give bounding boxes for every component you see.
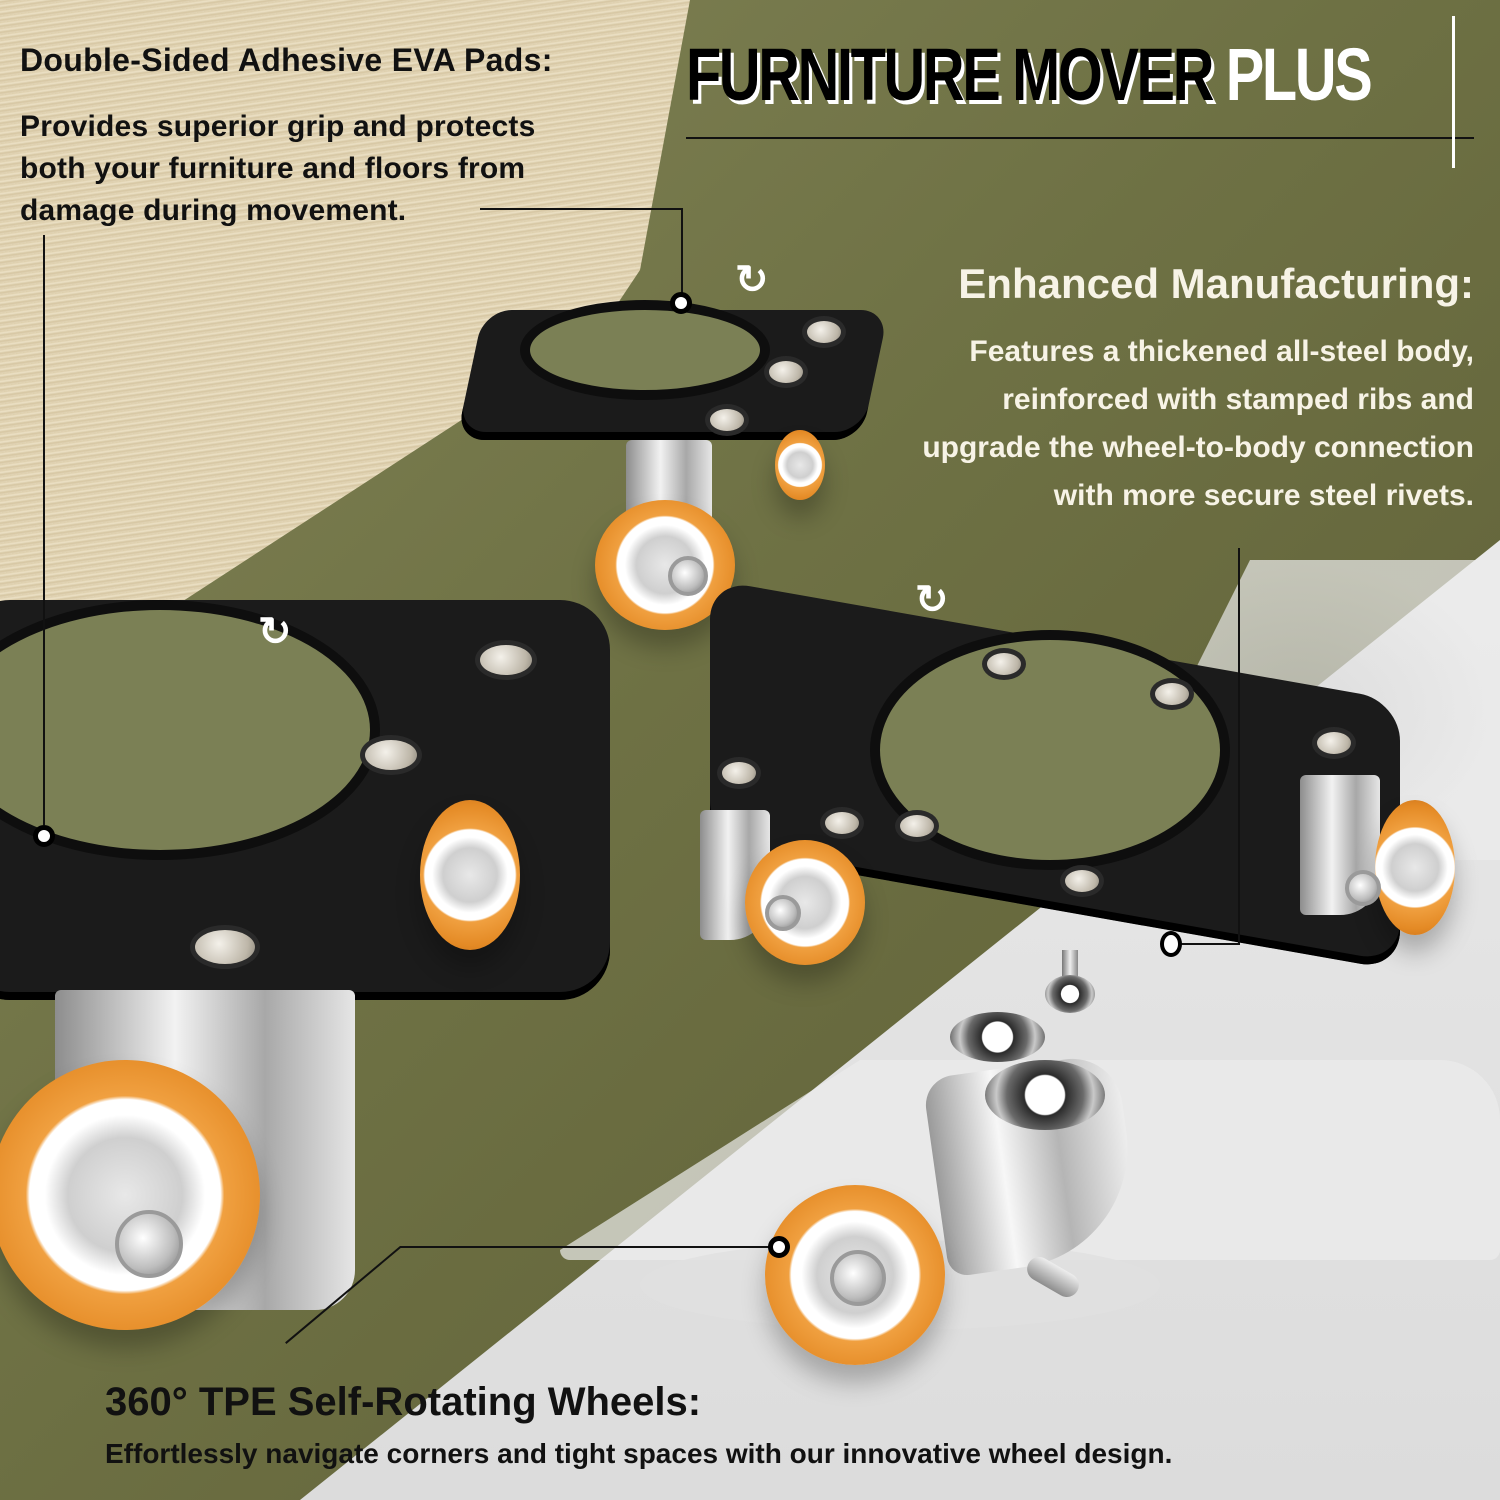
caster-wheel: [1375, 800, 1455, 935]
callout-line-eva: [681, 208, 683, 296]
rivet: [1060, 865, 1104, 897]
rivet: [705, 404, 749, 436]
eva-pads-heading: Double-Sided Adhesive EVA Pads:: [20, 42, 553, 78]
callout-line-manufacturing: [1180, 943, 1240, 945]
manufacturing-line: upgrade the wheel-to-body connection: [922, 431, 1474, 464]
eva-pads-body: Provides superior grip and protects both…: [20, 106, 640, 232]
rivet: [895, 810, 939, 842]
rivet: [360, 735, 422, 775]
rotate-arrow-icon: ↻: [915, 578, 949, 622]
callout-dot-wheel: [768, 1236, 790, 1258]
callout-dot-eva-pad: [670, 292, 692, 314]
callout-dot-steel-body: [1160, 931, 1182, 957]
callout-dot-furniture: [33, 825, 55, 847]
manufacturing-line: with more secure steel rivets.: [1053, 479, 1474, 512]
wheel-hub: [765, 895, 801, 931]
wheel-hub: [115, 1210, 183, 1278]
wheels-body: Effortlessly navigate corners and tight …: [105, 1438, 1173, 1469]
callout-line-furniture: [43, 235, 45, 825]
wheel-hub: [830, 1250, 886, 1306]
rivet: [1150, 678, 1194, 710]
title-dark-part: FURNITURE MOVER: [686, 33, 1214, 116]
eva-pad-front: [0, 600, 380, 860]
caster-wheel: [775, 430, 825, 500]
page-title: FURNITURE MOVER PLUS: [686, 38, 1373, 112]
thrust-bearing-washer: [950, 1012, 1045, 1062]
ball-bearing-race: [1045, 975, 1095, 1013]
callout-line-eva: [480, 208, 683, 210]
eva-pads-line: Provides superior grip and protects: [20, 110, 536, 143]
rivet: [982, 648, 1026, 680]
wheel-hub: [668, 556, 708, 596]
caster-wheel: [745, 840, 865, 965]
rotate-arrow-icon: ↻: [258, 610, 292, 654]
eva-pads-line: both your furniture and floors from: [20, 152, 526, 185]
rivet: [764, 356, 808, 388]
manufacturing-body: Features a thickened all-steel body, rei…: [834, 328, 1474, 520]
rotate-arrow-icon: ↻: [735, 258, 769, 302]
rivet: [717, 757, 761, 789]
eva-pads-line: damage during movement.: [20, 194, 407, 227]
caster-wheel: [420, 800, 520, 950]
callout-line-manufacturing: [1238, 548, 1240, 944]
manufacturing-line: reinforced with stamped ribs and: [1002, 383, 1474, 416]
rivet: [802, 316, 846, 348]
title-vertical-bar: [1452, 16, 1455, 168]
callout-line-wheels: [400, 1246, 770, 1248]
title-light-part: PLUS: [1225, 33, 1373, 116]
manufacturing-heading: Enhanced Manufacturing:: [958, 260, 1474, 307]
title-underline: [686, 137, 1474, 139]
fork-swivel-ring: [985, 1060, 1105, 1130]
caster-wheel: [0, 1060, 260, 1330]
wheels-heading: 360° TPE Self-Rotating Wheels:: [105, 1380, 702, 1424]
rivet: [475, 640, 537, 680]
eva-pad-back: [520, 300, 770, 400]
rivet: [1312, 727, 1356, 759]
wheel-hub: [1345, 870, 1381, 906]
rivet: [190, 925, 260, 969]
rivet: [820, 807, 864, 839]
manufacturing-line: Features a thickened all-steel body,: [969, 335, 1474, 368]
